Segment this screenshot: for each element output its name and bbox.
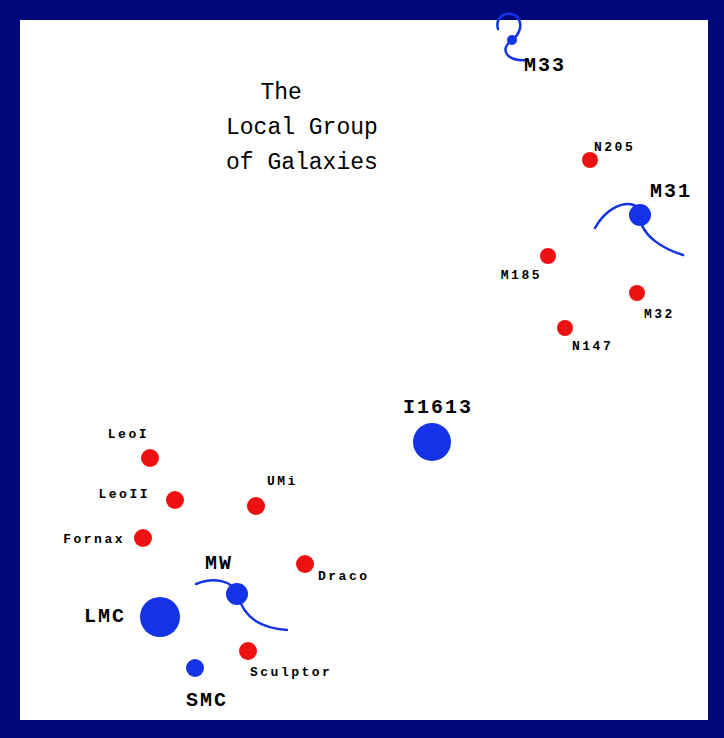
label-anchor: N147: [572, 336, 613, 354]
galaxy-marker: [186, 659, 204, 677]
galaxy-dot-dwarf: N205: [582, 152, 598, 168]
label-anchor: M33: [524, 55, 566, 77]
label-anchor: Sculptor: [250, 662, 332, 680]
galaxy-dot-large: SMC: [186, 659, 204, 677]
galaxy-marker: [134, 529, 152, 547]
galaxy-circle: [186, 659, 204, 677]
label-anchor: SMC: [186, 690, 228, 712]
label-anchor: UMi: [267, 471, 298, 489]
label-anchor: Fornax: [63, 529, 125, 547]
galaxy-name: MW: [205, 552, 233, 575]
label-anchor: M32: [644, 304, 675, 322]
galaxy-circle: [134, 529, 152, 547]
galaxy-dot-dwarf: UMi: [247, 497, 265, 515]
galaxy-name: M185: [501, 268, 542, 283]
title-block: The Local Group of Galaxies: [226, 76, 381, 181]
title: The Local Group of Galaxies: [226, 76, 381, 181]
galaxy-marker: [141, 449, 159, 467]
galaxy-dot-large: MW: [226, 583, 248, 605]
galaxy-marker: [629, 204, 651, 226]
galaxy-dot-dwarf: Fornax: [134, 529, 152, 547]
galaxy-circle: [540, 248, 556, 264]
label-anchor: LMC: [84, 606, 126, 628]
label-anchor: LeoII: [98, 484, 150, 502]
spiral-arm: [497, 14, 520, 40]
galaxy-marker: [540, 248, 556, 264]
galaxy-dot-dwarf: LeoI: [141, 449, 159, 467]
galaxy-circle: [141, 449, 159, 467]
galaxy-marker: [140, 597, 180, 637]
galaxy-marker: [226, 583, 248, 605]
galaxy-name: I1613: [403, 396, 473, 419]
galaxy-dot-dwarf: M185: [540, 248, 556, 264]
galaxy-marker: [166, 491, 184, 509]
galaxy-name: N147: [572, 339, 613, 354]
galaxy-circle: [629, 285, 645, 301]
galaxy-circle: [296, 555, 314, 573]
galaxy-marker: [239, 642, 257, 660]
galaxy-circle: [629, 204, 651, 226]
label-anchor: MW: [205, 553, 233, 575]
galaxy-circle: [413, 423, 451, 461]
galaxy-name: M33: [524, 54, 566, 77]
galaxy-circle: [226, 583, 248, 605]
label-anchor: N205: [594, 137, 635, 155]
galaxy-dot-large: LMC: [140, 597, 180, 637]
galaxy-name: LMC: [84, 605, 126, 628]
label-anchor: M185: [501, 265, 542, 283]
galaxy-name: N205: [594, 140, 635, 155]
galaxy-name: Sculptor: [250, 665, 332, 680]
galaxy-marker: [296, 555, 314, 573]
galaxy-dot-dwarf: N147: [557, 320, 573, 336]
galaxy-circle: [166, 491, 184, 509]
galaxy-circle: [140, 597, 180, 637]
galaxy-marker: [413, 423, 451, 461]
galaxy-marker: [629, 285, 645, 301]
galaxy-dot-large: I1613: [413, 423, 451, 461]
galaxy-dot-large: M33: [507, 35, 517, 45]
galaxy-dot-dwarf: M32: [629, 285, 645, 301]
galaxy-dot-dwarf: LeoII: [166, 491, 184, 509]
galaxy-dot-dwarf: Sculptor: [239, 642, 257, 660]
galaxy-dot-dwarf: Draco: [296, 555, 314, 573]
label-anchor: M31: [650, 181, 692, 203]
galaxy-name: Draco: [318, 569, 370, 584]
galaxy-circle: [557, 320, 573, 336]
galaxy-circle: [507, 35, 517, 45]
galaxy-name: LeoII: [98, 487, 150, 502]
galaxy-name: Fornax: [63, 532, 125, 547]
label-anchor: LeoI: [108, 424, 149, 442]
galaxy-marker: [247, 497, 265, 515]
galaxy-name: UMi: [267, 474, 298, 489]
galaxy-marker: [557, 320, 573, 336]
galaxy-circle: [239, 642, 257, 660]
label-anchor: Draco: [318, 566, 370, 584]
galaxy-name: LeoI: [108, 427, 149, 442]
galaxy-name: M31: [650, 180, 692, 203]
galaxy-dot-large: M31: [629, 204, 651, 226]
galaxy-name: M32: [644, 307, 675, 322]
label-anchor: I1613: [403, 397, 473, 419]
galaxy-circle: [247, 497, 265, 515]
galaxy-name: SMC: [186, 689, 228, 712]
galaxy-marker: [507, 35, 517, 45]
